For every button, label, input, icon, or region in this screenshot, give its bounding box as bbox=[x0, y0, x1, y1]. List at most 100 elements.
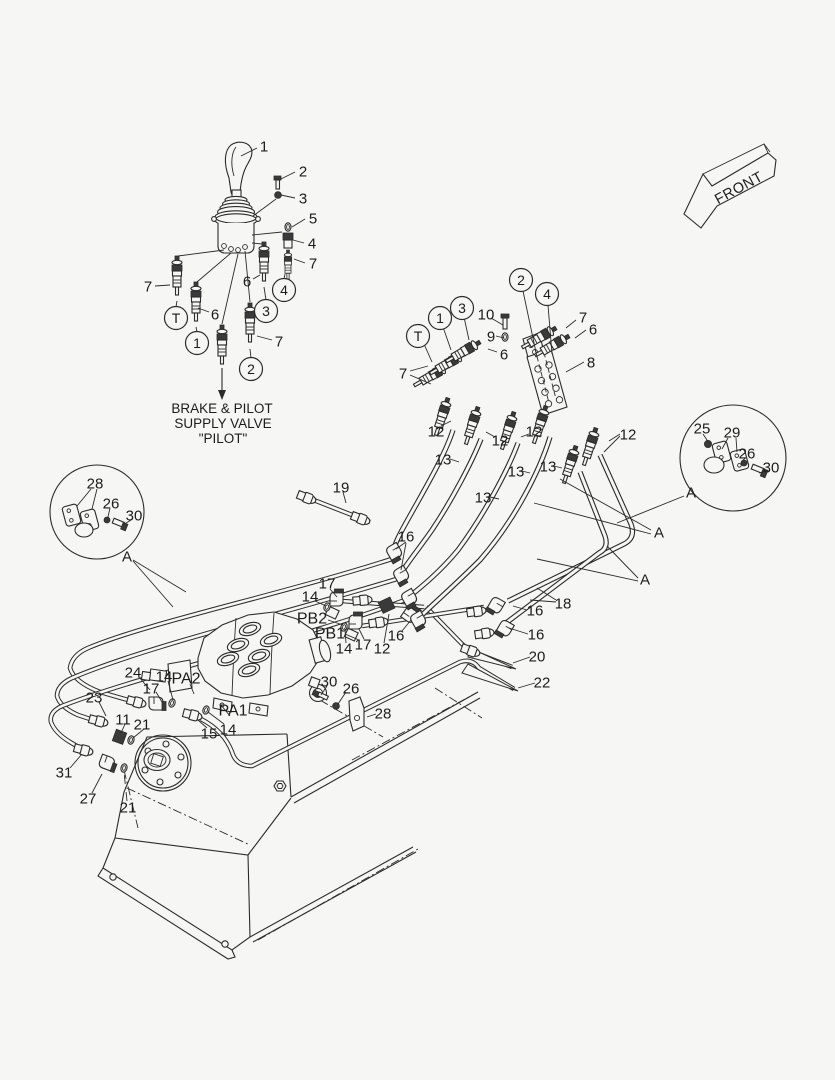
callout-12: 12 bbox=[526, 423, 543, 440]
circled-callout-1: 1 bbox=[427, 305, 453, 331]
tank-flange bbox=[134, 734, 192, 792]
control-valve bbox=[72, 605, 359, 774]
callout-A: A bbox=[122, 548, 132, 565]
svg-text:4: 4 bbox=[280, 282, 288, 298]
callout-7: 7 bbox=[579, 309, 587, 326]
leader-lines bbox=[69, 147, 767, 802]
caption: BRAKE & PILOT SUPPLY VALVE "PILOT" bbox=[171, 401, 272, 446]
circled-callout-1: 1 bbox=[184, 330, 210, 356]
callout-5: 5 bbox=[309, 210, 317, 227]
svg-text:2: 2 bbox=[517, 272, 525, 288]
callout-26: 26 bbox=[103, 495, 120, 512]
callout-4: 4 bbox=[308, 235, 316, 252]
circled-callout-2: 2 bbox=[238, 356, 264, 382]
callout-31: 31 bbox=[56, 764, 73, 781]
callout-6: 6 bbox=[589, 321, 597, 338]
callout-1: 1 bbox=[260, 138, 268, 155]
callout-3: 3 bbox=[299, 190, 307, 207]
circled-callout-4: 4 bbox=[271, 277, 297, 303]
callout-A: A bbox=[686, 484, 696, 501]
callout-17: 17 bbox=[319, 575, 336, 592]
callout-26: 26 bbox=[739, 445, 756, 462]
callout-10: 10 bbox=[478, 306, 495, 323]
callout-14: 14 bbox=[336, 640, 353, 657]
callout-7: 7 bbox=[309, 255, 317, 272]
callout-16: 16 bbox=[398, 528, 415, 545]
callout-PB2: PB2 bbox=[297, 611, 327, 628]
callout-27: 27 bbox=[80, 790, 97, 807]
callout-12: 12 bbox=[428, 423, 445, 440]
callout-PA2: PA2 bbox=[171, 671, 200, 688]
hoses bbox=[391, 429, 636, 629]
callout-12: 12 bbox=[492, 432, 509, 449]
svg-text:3: 3 bbox=[262, 303, 270, 319]
callout-17: 17 bbox=[143, 680, 160, 697]
circled-callout-3: 3 bbox=[253, 298, 279, 324]
callout-7: 7 bbox=[399, 365, 407, 382]
pipe-bracket bbox=[311, 689, 365, 732]
hydraulic-tank bbox=[97, 687, 483, 960]
svg-text:3: 3 bbox=[458, 300, 466, 316]
svg-text:1: 1 bbox=[193, 335, 201, 351]
manifold-plate bbox=[411, 313, 602, 486]
callout-16: 16 bbox=[388, 627, 405, 644]
callout-13: 13 bbox=[508, 463, 525, 480]
joystick-assembly bbox=[211, 141, 261, 254]
callout-14: 14 bbox=[220, 721, 237, 738]
valve-line-fittings bbox=[295, 489, 515, 660]
callout-14: 14 bbox=[302, 588, 319, 605]
circled-callout-2: 2 bbox=[508, 267, 534, 293]
svg-text:4: 4 bbox=[543, 286, 551, 302]
callout-A: A bbox=[654, 524, 664, 541]
front-direction-arrow: FRONT bbox=[683, 143, 777, 229]
svg-text:"PILOT": "PILOT" bbox=[199, 431, 248, 446]
callout-30: 30 bbox=[126, 507, 143, 524]
callout-21: 21 bbox=[134, 716, 151, 733]
callout-28: 28 bbox=[87, 475, 104, 492]
callout-20: 20 bbox=[529, 648, 546, 665]
callout-13: 13 bbox=[435, 451, 452, 468]
svg-text:T: T bbox=[172, 310, 181, 326]
callout-16: 16 bbox=[527, 602, 544, 619]
callout-2: 2 bbox=[299, 163, 307, 180]
callout-30: 30 bbox=[763, 459, 780, 476]
callout-13: 13 bbox=[475, 489, 492, 506]
circled-callout-4: 4 bbox=[534, 281, 560, 307]
callout-26: 26 bbox=[343, 680, 360, 697]
callout-17: 17 bbox=[355, 636, 372, 653]
joystick-fittings bbox=[171, 175, 294, 400]
callout-9: 9 bbox=[487, 328, 495, 345]
svg-text:2: 2 bbox=[247, 361, 255, 377]
callout-30: 30 bbox=[321, 673, 338, 690]
svg-text:SUPPLY VALVE: SUPPLY VALVE bbox=[174, 416, 271, 431]
callout-A: A bbox=[640, 571, 650, 588]
callout-13: 13 bbox=[540, 458, 557, 475]
svg-text:BRAKE & PILOT: BRAKE & PILOT bbox=[171, 401, 272, 416]
callout-6: 6 bbox=[211, 306, 219, 323]
callout-8: 8 bbox=[587, 354, 595, 371]
callout-12: 12 bbox=[620, 426, 637, 443]
callout-21: 21 bbox=[120, 799, 137, 816]
callout-7: 7 bbox=[144, 278, 152, 295]
callout-16: 16 bbox=[528, 626, 545, 643]
callout-24: 24 bbox=[125, 664, 142, 681]
detail-circle-left bbox=[49, 464, 145, 560]
callout-29: 29 bbox=[724, 424, 741, 441]
callout-22: 22 bbox=[534, 674, 551, 691]
callout-6: 6 bbox=[500, 346, 508, 363]
callout-11: 11 bbox=[115, 711, 131, 728]
callout-18: 18 bbox=[555, 595, 572, 612]
callout-7: 7 bbox=[275, 333, 283, 350]
callout-14: 14 bbox=[156, 668, 173, 685]
callout-12: 12 bbox=[374, 640, 391, 657]
callout-PA1: PA1 bbox=[218, 703, 247, 720]
circled-callout-T: T bbox=[405, 323, 431, 349]
circled-callout-T: T bbox=[163, 305, 189, 331]
callout-19: 19 bbox=[333, 479, 350, 496]
callout-28: 28 bbox=[375, 705, 392, 722]
svg-text:T: T bbox=[414, 328, 423, 344]
callout-15: 15 bbox=[201, 725, 218, 742]
callout-25: 25 bbox=[694, 420, 711, 437]
